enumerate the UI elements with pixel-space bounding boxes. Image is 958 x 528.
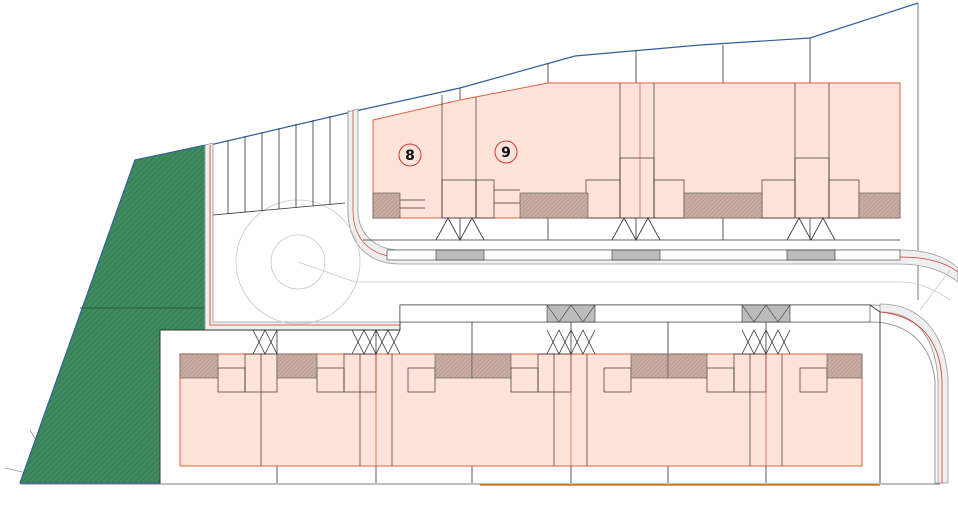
garage — [667, 353, 708, 379]
driveway — [546, 329, 596, 355]
garage — [519, 192, 589, 219]
edge-tick — [29, 429, 37, 441]
road-band-north — [347, 108, 958, 283]
turning-circle-inner — [270, 234, 326, 290]
garage — [276, 353, 318, 379]
driveway — [252, 329, 278, 355]
stair-core — [407, 367, 436, 393]
stair-core — [217, 367, 246, 393]
north-garages — [372, 192, 901, 219]
south-house-interior — [217, 353, 828, 466]
south-sidewalk — [399, 304, 871, 323]
sidewalk-crossing — [741, 304, 791, 323]
garage — [434, 353, 473, 379]
lot-marker-9: 9 — [494, 140, 518, 164]
driveway — [351, 329, 401, 355]
stair-core — [706, 367, 735, 393]
turning-path-2 — [919, 269, 951, 311]
driveway — [741, 329, 791, 355]
crossing-mark — [546, 304, 596, 323]
lot-marker-circle — [494, 140, 518, 164]
lot-marker-8: 8 — [398, 143, 422, 167]
garage — [179, 353, 219, 379]
south-red-dividers — [375, 354, 767, 466]
edge-tick — [4, 467, 23, 473]
turning-path — [297, 261, 951, 301]
road-band-west — [204, 142, 401, 331]
garage — [630, 353, 669, 379]
stair-core — [316, 367, 345, 393]
stair-core — [510, 367, 539, 393]
south-driveways — [252, 329, 791, 355]
sidewalk-crossing — [435, 249, 485, 261]
crossing-mark — [741, 304, 791, 323]
parking-stalls — [212, 116, 346, 216]
driveway — [786, 217, 836, 241]
driveway — [611, 217, 661, 241]
stair-core — [603, 367, 632, 393]
garage — [683, 192, 763, 219]
lot-marker-circle — [398, 143, 422, 167]
sidewalk-crossing — [546, 304, 596, 323]
north-house-block — [372, 82, 901, 219]
garage — [471, 353, 512, 379]
sidewalk-strip — [399, 304, 871, 323]
lot-number: 9 — [501, 145, 511, 161]
south-garages — [179, 353, 863, 379]
garage — [858, 192, 901, 219]
road-red-edge-east — [879, 311, 943, 483]
stair-core — [475, 179, 495, 219]
lot-number: 8 — [405, 148, 415, 164]
garage — [372, 192, 401, 219]
stair-core — [799, 367, 828, 393]
driveway — [546, 329, 596, 355]
sidewalk-crossing — [786, 249, 836, 261]
north-house-interior — [400, 83, 860, 219]
sidewalk-crossing — [611, 249, 661, 261]
driveway — [252, 329, 278, 355]
road-band-east — [879, 303, 949, 484]
driveway — [741, 329, 791, 355]
driveway — [435, 217, 485, 241]
turning-circle-outer — [235, 199, 361, 325]
north-driveways — [435, 217, 836, 241]
garage — [826, 353, 863, 379]
driveway — [351, 329, 401, 355]
north-sidewalk — [386, 249, 901, 261]
green-area — [19, 144, 206, 484]
